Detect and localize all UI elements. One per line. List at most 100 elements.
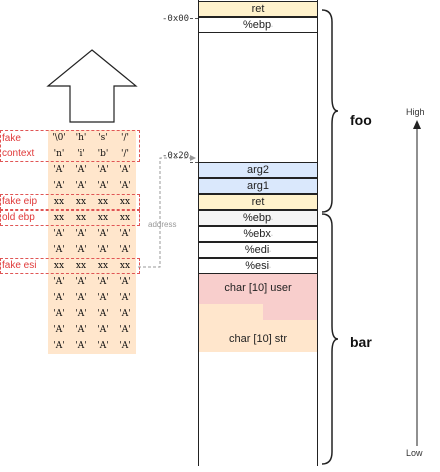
addr-mid-label: -0x20 [162, 151, 190, 161]
payload-row: 'n''i''b''/' [48, 146, 136, 162]
stack-arg1: arg1 [198, 178, 318, 194]
payload-cell: 'A' [97, 181, 109, 191]
payload-cell: 'A' [75, 309, 87, 319]
payload-cell: 'A' [97, 245, 109, 255]
payload-cell: xx [75, 197, 87, 207]
payload-cell: xx [119, 197, 131, 207]
payload-row: 'A''A''A''A' [48, 290, 136, 306]
payload-cell: 'A' [97, 325, 109, 335]
fake-esi-box [0, 258, 140, 274]
payload-row: 'A' 'A' 'A' 'A' [48, 226, 136, 242]
up-arrow-icon [46, 49, 138, 123]
payload-cell: xx [97, 213, 109, 223]
payload-cell: 'A' [75, 229, 87, 239]
stack-arg2: arg2 [198, 162, 318, 178]
addr-top-tick [190, 18, 198, 19]
old-ebp-label: old ebp [2, 212, 35, 223]
payload-cell: 'A' [53, 341, 65, 351]
payload-cell: xx [75, 261, 87, 271]
payload-cell: xx [53, 197, 65, 207]
payload-row: 'A' 'A' 'A' 'A' [48, 338, 136, 354]
payload-cell: 'A' [97, 341, 109, 351]
bar-brace [321, 213, 339, 465]
address-connector [138, 155, 196, 268]
char-user-buffer [199, 274, 317, 304]
payload-cell: xx [119, 261, 131, 271]
addr-top-label: -0x00 [162, 14, 190, 24]
payload-cell: 's' [98, 133, 108, 143]
payload-row: 'A' 'A' 'A' 'A' [48, 306, 136, 322]
stack-edi: %edi▫ [198, 242, 318, 258]
payload-grid: '\0''h''s''/''n''i''b''/''A''A''A''A''A'… [48, 130, 136, 354]
stack-ret-mid: ret [198, 194, 318, 210]
char-user-label: char [10] user [224, 282, 292, 294]
stack-ebp-top: %ebp▫ [198, 17, 318, 33]
foo-label: foo [350, 112, 372, 128]
payload-cell: 'A' [75, 293, 87, 303]
foo-brace [321, 9, 339, 213]
address-note: address [148, 220, 177, 229]
payload-row: 'A''A''A''A' [48, 178, 136, 194]
payload-cell: 'A' [75, 165, 87, 175]
stack-esi: %esi▫ [198, 258, 318, 274]
payload-cell: xx [53, 261, 65, 271]
payload-background [48, 130, 136, 354]
fake-context-box [0, 130, 140, 162]
payload-cell: 'A' [53, 229, 65, 239]
payload-row: 'A' 'A' 'A' 'A' [48, 242, 136, 258]
payload-cell: 'A' [53, 309, 65, 319]
payload-cell: 'A' [97, 277, 109, 287]
payload-cell: 'A' [119, 293, 131, 303]
bar-label: bar [350, 334, 372, 350]
payload-cell: '\0' [52, 133, 66, 143]
payload-cell: 'A' [119, 165, 131, 175]
payload-cell: 'A' [97, 293, 109, 303]
payload-cell: 'A' [119, 325, 131, 335]
payload-cell: 'A' [75, 245, 87, 255]
char-user-buffer-tail [263, 304, 317, 320]
payload-cell: 'A' [75, 341, 87, 351]
axis-arrow [413, 120, 421, 446]
payload-cell: 'A' [119, 245, 131, 255]
payload-row: 'A''A''A''A' [48, 162, 136, 178]
old-ebp-box [0, 210, 140, 226]
char-str-label: char [10] str [228, 333, 288, 345]
axis-low-label: Low [406, 448, 423, 458]
payload-cell: '/' [121, 133, 129, 143]
fake-label: fake [2, 133, 21, 144]
payload-cell: 'A' [119, 277, 131, 287]
payload-cell: xx [97, 261, 109, 271]
fake-esi-label: fake esi [2, 260, 37, 271]
payload-cell: 'A' [119, 229, 131, 239]
fake-eip-label: fake eip [2, 196, 38, 207]
payload-cell: xx [75, 213, 87, 223]
payload-row: 'A''A''A''A' [48, 322, 136, 338]
axis-high-label: High [406, 107, 425, 117]
payload-cell: 'A' [97, 229, 109, 239]
payload-cell: 'A' [97, 309, 109, 319]
payload-cell: 'A' [119, 309, 131, 319]
payload-cell: 'A' [75, 277, 87, 287]
payload-cell: 'n' [53, 149, 65, 159]
payload-cell: 'h' [75, 133, 87, 143]
payload-cell: 'A' [97, 165, 109, 175]
addr-mid-tick [190, 162, 198, 163]
fake-eip-box [0, 194, 140, 210]
payload-row: '\0' 'h' 's' '/' [48, 130, 136, 146]
payload-cell: '/' [121, 149, 129, 159]
payload-cell: 'A' [53, 277, 65, 287]
payload-cell: 'A' [119, 341, 131, 351]
char-str-buffer [199, 320, 317, 352]
payload-cell: 'A' [119, 181, 131, 191]
payload-cell: 'A' [53, 245, 65, 255]
payload-cell: 'i' [77, 149, 85, 159]
payload-cell: xx [119, 213, 131, 223]
stack-ebp-mid: %ebp▫ [198, 210, 318, 226]
payload-cell: 'A' [75, 181, 87, 191]
payload-cell: xx [97, 197, 109, 207]
stack-ret-top: ret [198, 1, 318, 17]
payload-cell: 'A' [53, 325, 65, 335]
